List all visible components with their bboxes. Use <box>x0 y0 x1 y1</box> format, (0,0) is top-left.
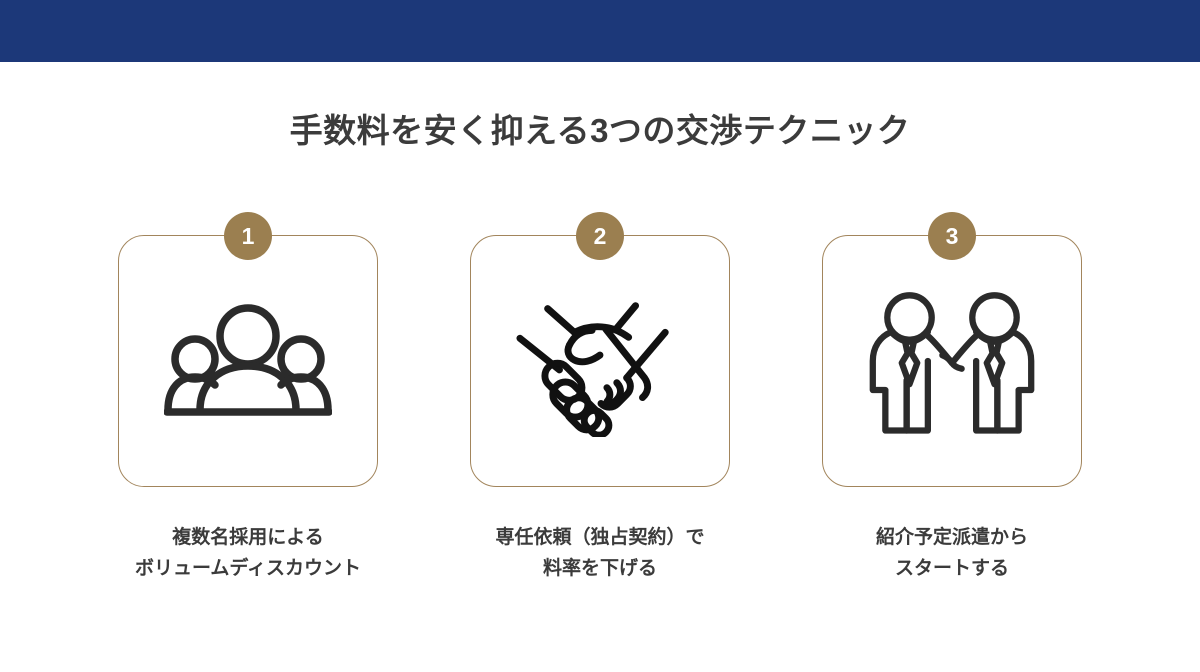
card-caption-3: 紹介予定派遣から スタートする <box>875 527 1028 579</box>
card-item-1[interactable]: 1 複数 <box>118 212 378 585</box>
card-caption-1: 複数名採用による ボリュームディスカウント <box>134 527 362 579</box>
card-box-2[interactable]: 2 <box>470 212 730 487</box>
two-businesspeople-handshake-icon <box>867 276 1037 446</box>
card-box-3[interactable]: 3 <box>822 212 1082 487</box>
step-badge-2: 2 <box>576 212 624 260</box>
page-title: 手数料を安く抑える3つの交渉テクニック <box>289 112 911 149</box>
step-badge-3: 3 <box>928 212 976 260</box>
step-badge-1: 1 <box>224 212 272 260</box>
card-item-2[interactable]: 2 <box>470 212 730 585</box>
card-item-3[interactable]: 3 <box>822 212 1082 585</box>
handshake-icon <box>515 276 685 446</box>
group-of-people-icon <box>163 276 333 446</box>
card-box-1[interactable]: 1 <box>118 212 378 487</box>
top-navy-bar <box>0 0 1200 62</box>
cards-row: 1 複数 <box>118 212 1082 585</box>
card-caption-2: 専任依頼（独占契約）で 料率を下げる <box>495 527 705 579</box>
